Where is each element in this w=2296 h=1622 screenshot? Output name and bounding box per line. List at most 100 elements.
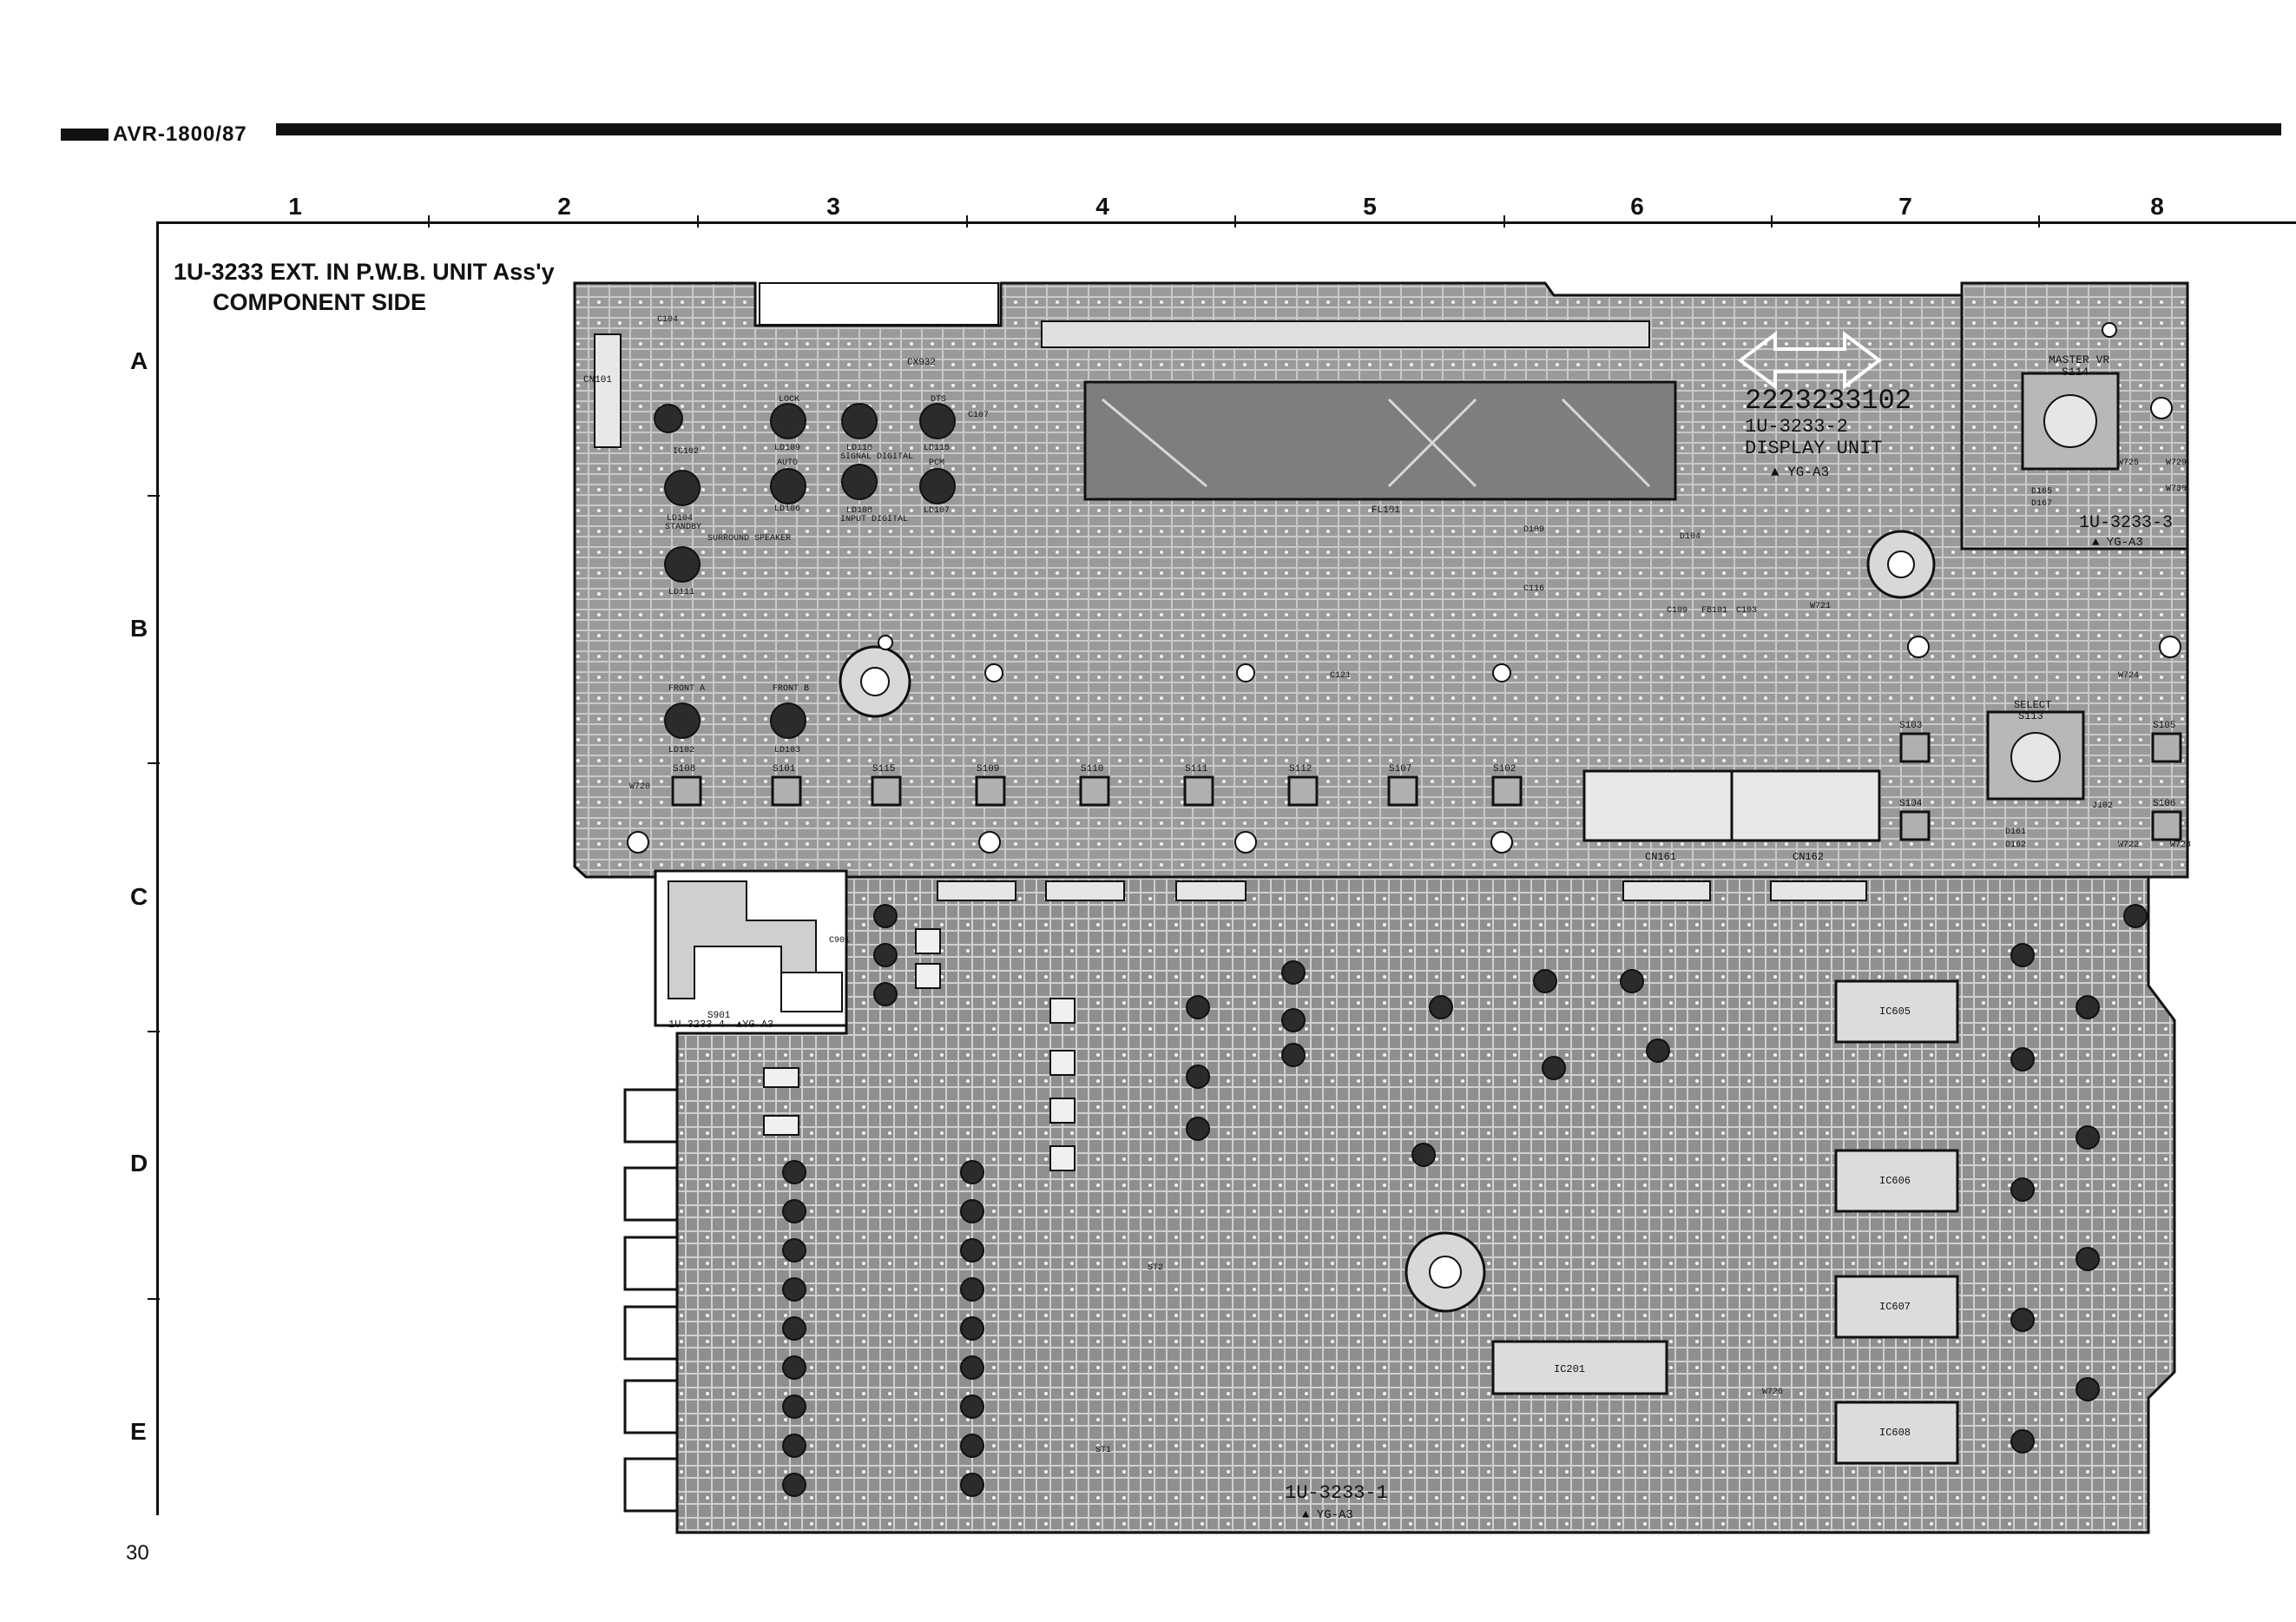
led-name: INPUT DIGITAL [840, 515, 908, 524]
component-ref: W730 [2166, 485, 2187, 494]
jack-rev: ▲YG-A3 [736, 1019, 773, 1031]
led-ref: LD106 [774, 504, 800, 514]
ic-ref: IC606 [1879, 1175, 1911, 1187]
led-ref: LD111 [668, 588, 694, 597]
led-name: LOCK [779, 395, 799, 405]
led-ref: LD110 [846, 444, 872, 453]
grid-row-d: D [130, 1150, 148, 1177]
switch-ref: S109 [977, 764, 999, 775]
ic-ref: IC201 [1554, 1363, 1585, 1375]
grid-frame-top [156, 221, 2296, 224]
display-unit-code: 1U-3233-2 [1745, 416, 1848, 438]
component-ref: J102 [2092, 801, 2113, 811]
diagram-title: 1U-3233 EXT. IN P.W.B. UNIT Ass'y [174, 259, 555, 285]
component-ref: W726 [1762, 1388, 1783, 1397]
component-ref: D165 [2031, 487, 2052, 497]
ic-ref: IC607 [1879, 1301, 1911, 1313]
grid-col-8: 8 [2150, 193, 2164, 220]
led-name: AUTO [777, 458, 798, 468]
ic-608 [1834, 1401, 1959, 1465]
switch-ref: S115 [872, 764, 895, 775]
display-board [573, 281, 2189, 879]
jack-unit-code: 1U-3233-4 [668, 1019, 725, 1031]
led-ref: LD103 [774, 746, 800, 755]
component-ref: C104 [657, 315, 678, 325]
grid-row-tick [148, 495, 160, 497]
display-rev: ▲ YG-A3 [1771, 465, 1829, 480]
switch-ref: S105 [2153, 721, 2175, 731]
connector-ref: CN162 [1793, 851, 1824, 863]
led-ref: LD115 [924, 444, 950, 453]
grid-col-5: 5 [1363, 193, 1377, 220]
grid-row-tick [148, 762, 160, 764]
grid-row-tick [148, 1031, 160, 1032]
grid-row-tick [148, 1298, 160, 1300]
grid-col-1: 1 [288, 193, 302, 220]
ic-ref: IC605 [1879, 1006, 1911, 1018]
switch-ref: S110 [1081, 764, 1103, 775]
grid-row-a: A [130, 347, 148, 374]
component-ref: C121 [1330, 671, 1351, 681]
volume-unit-code: 1U-3233-3 [2079, 513, 2173, 533]
main-rev: ▲ YG-A3 [1302, 1508, 1353, 1522]
component-ref: FL101 [1372, 505, 1400, 516]
grid-col-tick [1771, 215, 1773, 227]
grid-row-e: E [130, 1418, 147, 1445]
select-ref: S113 [2018, 710, 2043, 722]
led-name: PCM [929, 458, 944, 468]
grid-col-3: 3 [826, 193, 840, 220]
component-ref: D109 [1523, 525, 1544, 535]
component-ref: D104 [1680, 532, 1701, 542]
led-name: FRONT B [773, 684, 809, 694]
main-unit-code: 1U-3233-1 [1285, 1482, 1388, 1504]
ic-ref: IC608 [1879, 1427, 1911, 1439]
display-cutout [759, 282, 999, 326]
select-label: SELECT [2014, 699, 2051, 711]
switch-ref: S111 [1185, 764, 1208, 775]
component-ref: W722 [2118, 841, 2139, 850]
led-ref: LD109 [774, 444, 800, 453]
grid-col-tick [2038, 215, 2040, 227]
switch-ref: S106 [2153, 799, 2175, 809]
display-part-no: 2223233102 [1745, 385, 1911, 417]
component-ref: D162 [2005, 841, 2026, 850]
switch-ref: S108 [673, 764, 695, 775]
switch-ref: S102 [1493, 764, 1516, 775]
display-header-strip [1041, 320, 1650, 348]
connector-ref: CX932 [907, 358, 936, 368]
component-ref: C109 [1667, 606, 1687, 616]
grid-frame-left [156, 221, 159, 1515]
led-name: STANDBY [665, 523, 701, 532]
ic-607 [1834, 1275, 1959, 1339]
grid-col-4: 4 [1095, 193, 1109, 220]
led-name: SURROUND SPEAKER [707, 534, 791, 544]
master-vr-ref: S114 [2062, 366, 2089, 379]
led-ref: LD104 [667, 514, 693, 524]
component-ref: C116 [1523, 584, 1544, 594]
component-ref: D167 [2031, 499, 2052, 509]
grid-col-7: 7 [1898, 193, 1912, 220]
ic-ref: IC102 [673, 447, 699, 457]
grid-col-tick [966, 215, 968, 227]
switch-ref: S103 [1899, 721, 1922, 731]
component-ref: W723 [2170, 841, 2191, 850]
header-bar-left [61, 129, 109, 141]
display-unit-name: DISPLAY UNIT [1745, 438, 1882, 459]
ic-605 [1834, 979, 1959, 1044]
grid-col-tick [1503, 215, 1505, 227]
led-name: SIGNAL DIGITAL [840, 452, 913, 462]
component-ref: ST2 [1148, 1263, 1163, 1273]
switch-ref: S101 [773, 764, 796, 775]
switch-ref: S104 [1899, 799, 1923, 809]
component-ref: C107 [968, 411, 989, 420]
grid-col-2: 2 [557, 193, 571, 220]
component-ref: C103 [1736, 606, 1757, 616]
component-ref: C901 [829, 936, 850, 946]
diagram-subtitle: COMPONENT SIDE [213, 289, 427, 315]
grid-col-tick [697, 215, 699, 227]
component-ref: FB101 [1701, 606, 1727, 616]
volume-rev: ▲ YG-A3 [2092, 536, 2143, 550]
component-ref: W725 [2118, 458, 2139, 468]
component-ref: W729 [2166, 458, 2187, 468]
